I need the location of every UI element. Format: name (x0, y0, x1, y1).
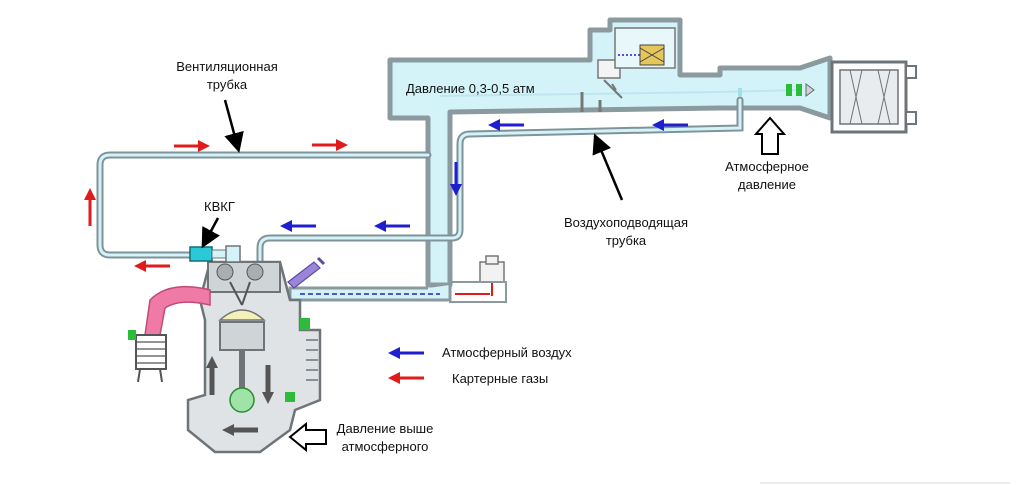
air-filter-box (830, 60, 917, 134)
intake-manifold (387, 17, 833, 288)
above-atm-pressure-label-line1: Давление выше (336, 421, 434, 436)
air-supply-tube-label-line1: Воздухоподводящая (564, 215, 688, 230)
red-arrow-bottom-left (134, 260, 170, 272)
legend-crankcase-gas-arrow (388, 372, 424, 384)
fuel-injector (449, 255, 507, 303)
atm-pressure-label: Атмосферное давление (712, 158, 822, 194)
air-supply-tube (256, 96, 744, 266)
legend-item-atmospheric-air: Атмосферный воздух (442, 345, 572, 360)
vent-tube-label: Вентиляционная трубка (162, 58, 292, 94)
atm-pressure-label-line2: давление (738, 177, 796, 192)
above-atm-pressure-label-line2: атмосферного (341, 439, 429, 454)
blue-arrow-mid-2 (280, 220, 316, 232)
vent-tube-label-line2: трубка (206, 77, 248, 92)
atmospheric-air-arrows (280, 119, 688, 232)
above-atm-pressure-arrow (288, 421, 327, 453)
engine-block (186, 260, 322, 454)
exhaust-duct (128, 285, 211, 383)
ignition-coil (287, 256, 326, 289)
ventilation-tube (96, 151, 432, 259)
legend-item-crankcase-gas: Картерные газы (452, 371, 549, 386)
pcv-valve (189, 245, 241, 263)
blue-arrow-upper-mid (488, 119, 524, 131)
blue-arrow-upper-right (652, 119, 688, 131)
legend-atm-air-arrow (388, 347, 424, 359)
callout-pointers (201, 99, 624, 249)
vent-tube-label-line1: Вентиляционная (176, 59, 278, 74)
blue-arrow-mid-1 (374, 220, 410, 232)
air-supply-tube-label: Воздухоподводящая трубка (546, 214, 706, 250)
above-atm-pressure-label: Давление выше атмосферного (330, 420, 440, 456)
idle-air-control (614, 27, 676, 69)
atm-pressure-arrow (753, 116, 787, 155)
air-flow-sensor (738, 83, 815, 97)
pcv-valve-label: КВКГ (204, 199, 235, 214)
air-supply-tube-label-line2: трубка (605, 233, 647, 248)
atm-pressure-label-line1: Атмосферное (725, 159, 809, 174)
intake-pressure-label: Давление 0,3-0,5 атм (406, 81, 535, 96)
intake-runner (288, 285, 490, 302)
red-arrow-left-up (84, 188, 96, 226)
red-arrow-top-mid (312, 139, 348, 151)
red-arrow-top-left (174, 140, 210, 152)
blue-arrow-down (450, 162, 462, 196)
legend (388, 347, 424, 384)
crankcase-gas-arrows (84, 139, 348, 272)
